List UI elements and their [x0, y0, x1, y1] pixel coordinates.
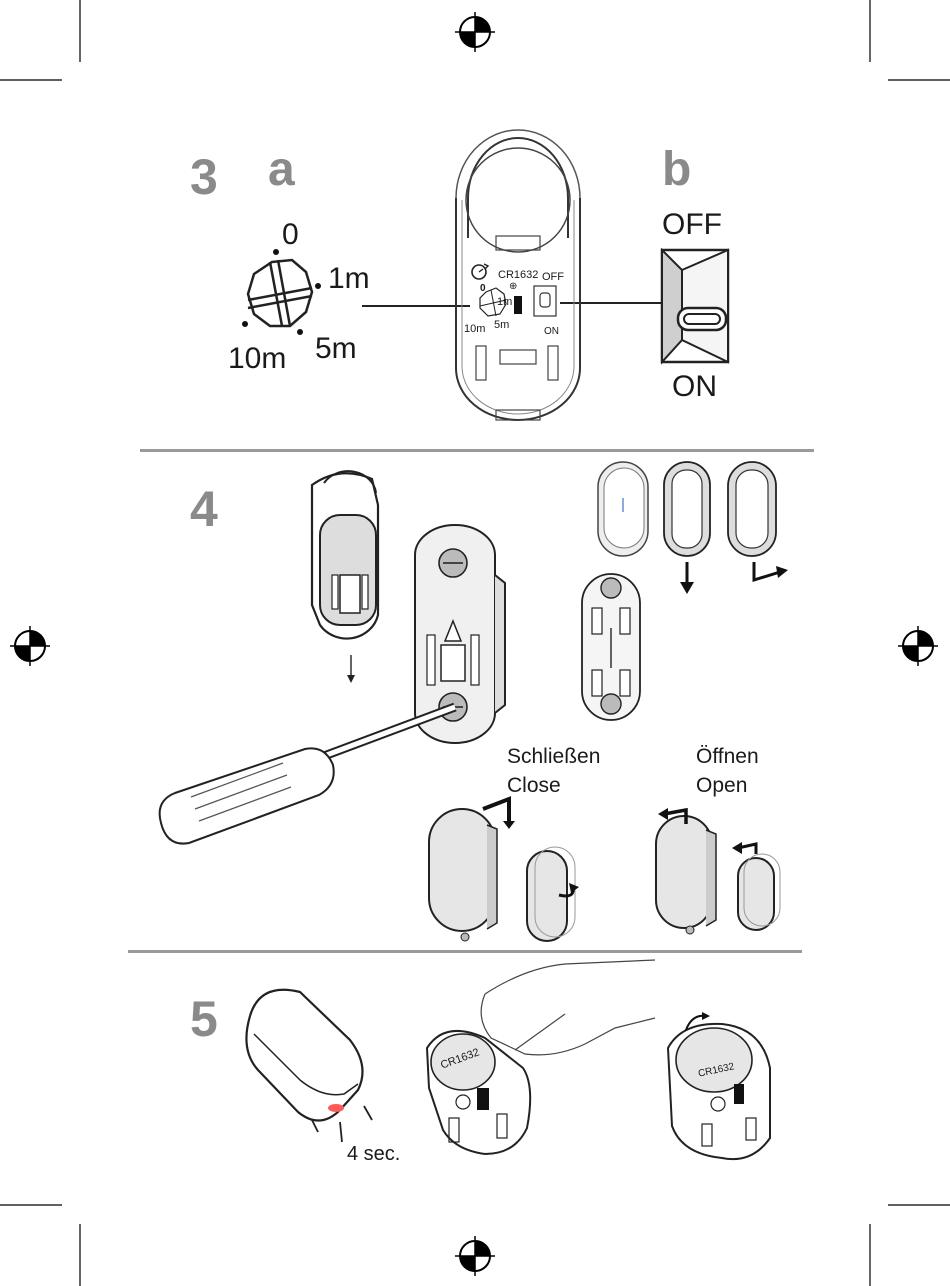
switch-on-label: ON: [672, 372, 717, 402]
step-5-number: 5: [190, 994, 218, 1044]
battery-remove-illustration: [662, 1008, 782, 1158]
open-cover-illustration: [650, 800, 800, 940]
board-dial-5m: 5m: [494, 320, 509, 331]
board-dial-10m: 10m: [464, 324, 485, 335]
board-battery-label: CR1632: [498, 270, 538, 281]
step-4-number: 4: [190, 484, 218, 534]
cover-sequence-illustration: [590, 458, 810, 728]
board-plus-icon: ⊕: [509, 282, 517, 292]
sensor-removal-illustration: [300, 465, 390, 695]
section-divider: [140, 449, 814, 452]
led-icon: [328, 1104, 344, 1112]
open-label-en: Open: [696, 775, 747, 796]
registration-mark-icon: [455, 1236, 495, 1276]
close-cover-illustration: [425, 795, 615, 945]
registration-mark-icon: [898, 626, 938, 666]
duration-label: 4 sec.: [347, 1144, 400, 1164]
board-off-label: OFF: [542, 272, 564, 283]
close-label-de: Schließen: [507, 746, 600, 767]
switch-off-label: OFF: [662, 210, 722, 240]
section-divider: [128, 950, 802, 953]
open-label-de: Öffnen: [696, 746, 759, 767]
registration-mark-icon: [10, 626, 50, 666]
close-label-en: Close: [507, 775, 561, 796]
board-dial-1m: 1m: [497, 297, 512, 308]
board-dial-0: 0: [480, 284, 486, 294]
down-arrow-icon: [346, 655, 356, 685]
sensor-led-illustration: [240, 980, 380, 1150]
board-on-label: ON: [544, 327, 559, 337]
power-switch-illustration: [660, 248, 732, 366]
timer-icon: [470, 262, 490, 282]
